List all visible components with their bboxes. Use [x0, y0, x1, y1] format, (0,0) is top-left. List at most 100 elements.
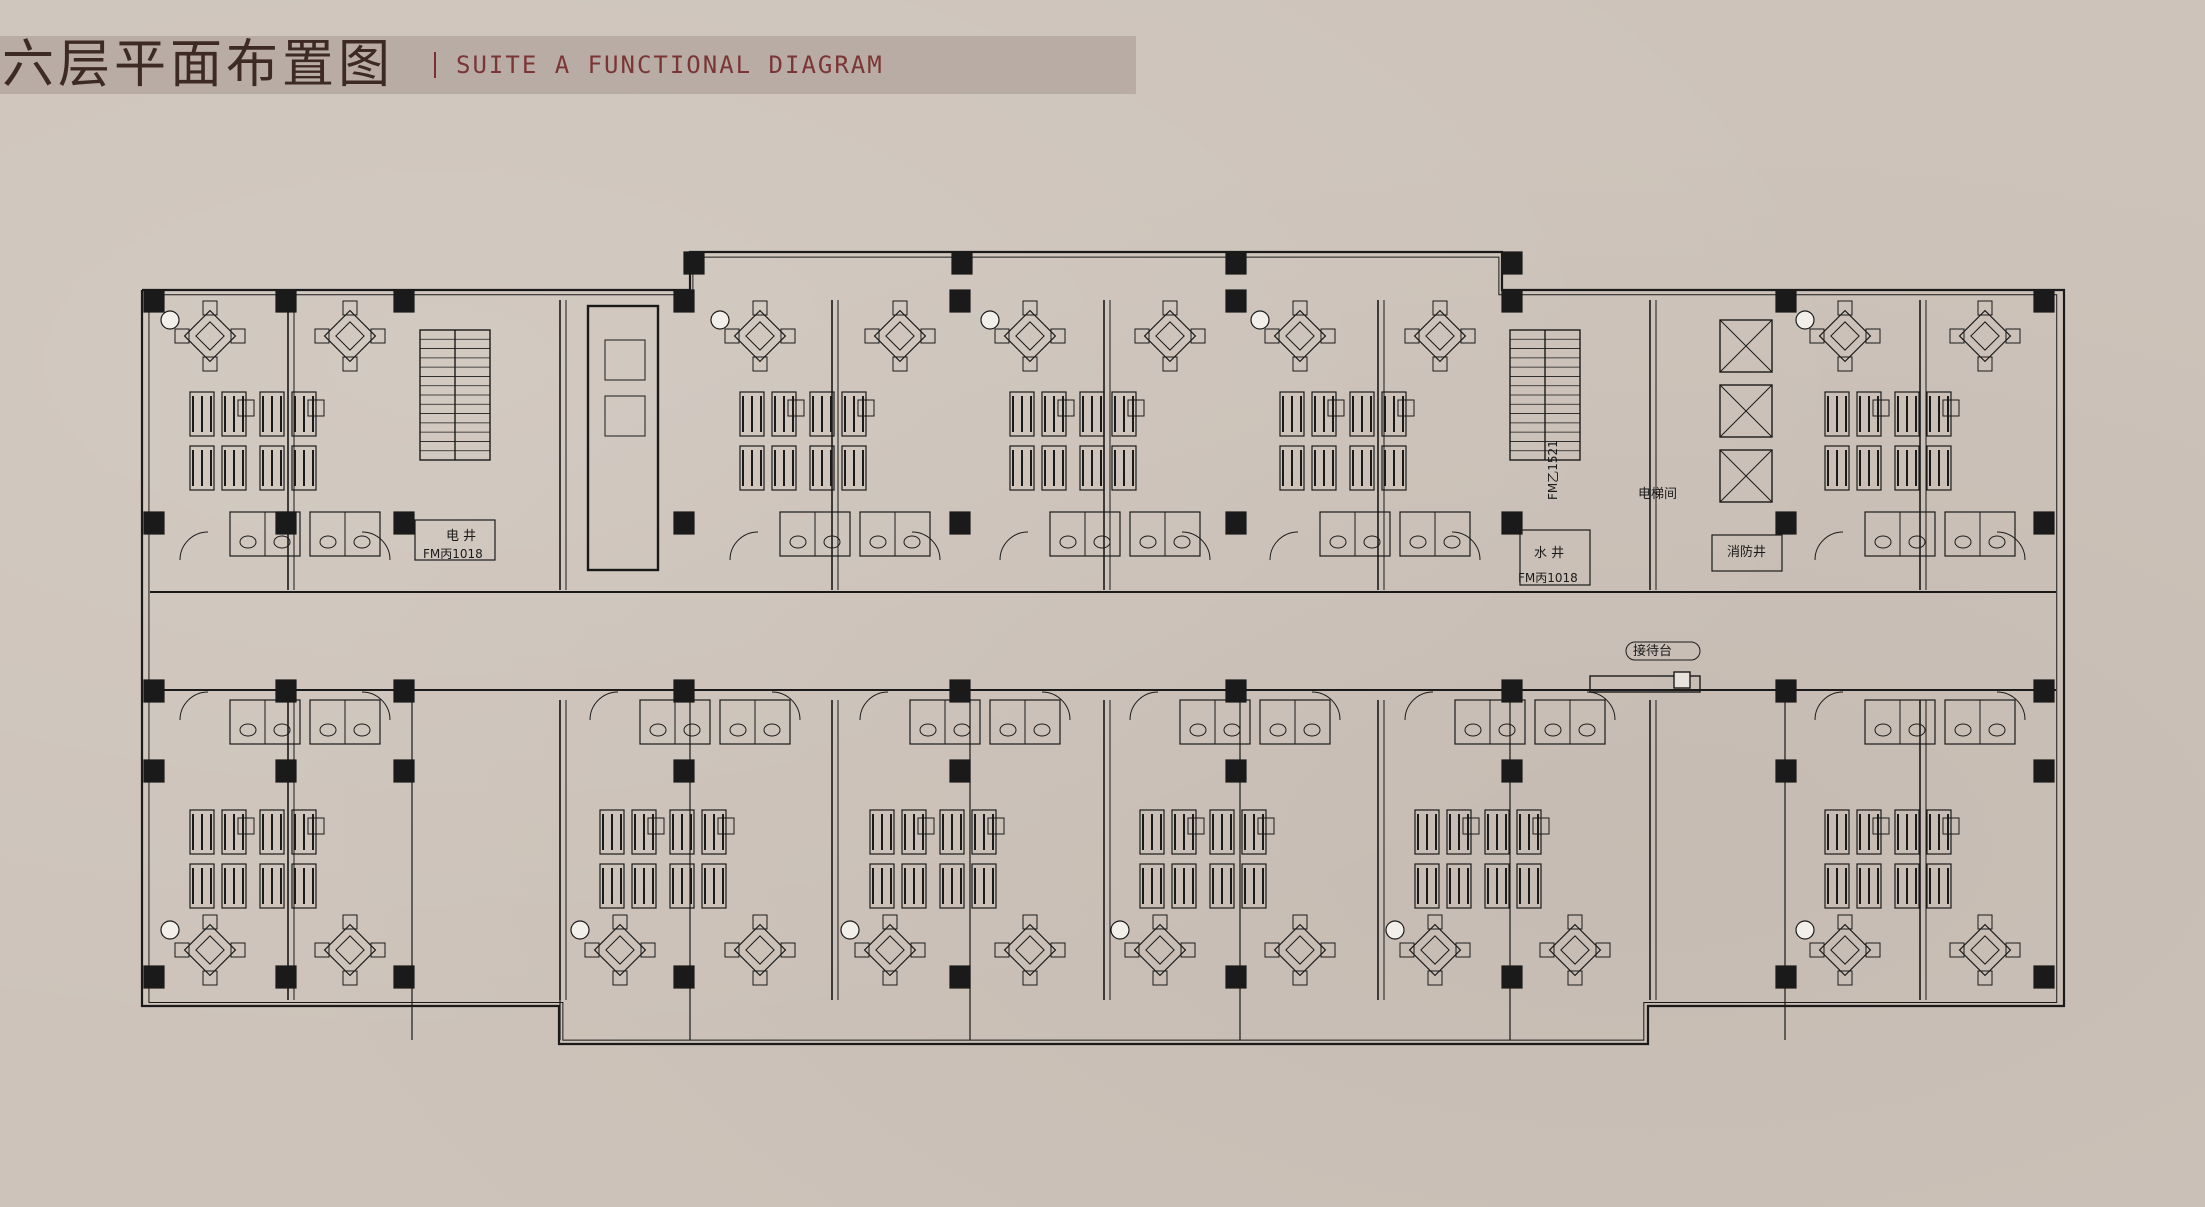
chair: [717, 817, 735, 835]
dining-chair: [910, 942, 926, 958]
dining-chair: [1050, 328, 1066, 344]
chair: [237, 399, 255, 417]
bed-single: [1009, 391, 1035, 437]
door-swing: [361, 531, 391, 561]
dining-table-inner: [875, 935, 905, 965]
dining-table: [1408, 923, 1462, 977]
toilet-stall: [604, 339, 646, 381]
bed-single: [1241, 809, 1267, 855]
bed-single: [189, 445, 215, 491]
door-swing: [1041, 691, 1071, 721]
dining-chair: [1837, 970, 1853, 986]
chair: [1257, 817, 1275, 835]
armchair: [1795, 310, 1815, 330]
washbasin: [1874, 535, 1892, 549]
dining-table: [183, 923, 237, 977]
structural-column: [949, 679, 971, 703]
washbasin: [239, 535, 257, 549]
structural-column: [393, 679, 415, 703]
chair: [1942, 817, 1960, 835]
hotel-suite-north: [1795, 300, 2026, 561]
hotel-suite-north: [980, 300, 1211, 561]
bed-single: [701, 809, 727, 855]
dining-table: [183, 309, 237, 363]
dining-table-inner: [745, 321, 775, 351]
washbasin: [1139, 535, 1157, 549]
dining-table: [1273, 923, 1327, 977]
structural-column: [275, 289, 297, 313]
dining-chair: [342, 914, 358, 930]
hotel-suite-south: [570, 691, 801, 986]
bed-single: [841, 391, 867, 437]
structural-column: [949, 511, 971, 535]
hotel-suite-south: [1795, 691, 2026, 986]
armchair: [1385, 920, 1405, 940]
dining-table-inner: [1015, 935, 1045, 965]
structural-column: [949, 759, 971, 783]
chair: [1397, 399, 1415, 417]
dining-table-inner: [1155, 321, 1185, 351]
door-swing: [361, 691, 391, 721]
door-swing: [1586, 691, 1616, 721]
bed-single: [1894, 445, 1920, 491]
chair: [1942, 399, 1960, 417]
dining-chair: [1264, 942, 1280, 958]
washbasin: [823, 535, 841, 549]
dining-table-inner: [885, 321, 915, 351]
structural-column: [673, 965, 695, 989]
dining-chair: [864, 328, 880, 344]
washbasin: [1578, 723, 1596, 737]
chair: [1057, 399, 1075, 417]
chair: [307, 817, 325, 835]
elevator-hall-label: 电梯间: [1638, 487, 1677, 502]
dining-chair: [342, 356, 358, 372]
water-shaft-label: 水 井: [1534, 546, 1564, 561]
door-swing: [1404, 691, 1434, 721]
dining-chair: [1162, 300, 1178, 316]
dining-chair: [892, 356, 908, 372]
reception-label-frame: [1625, 641, 1701, 661]
bed-single: [631, 863, 657, 909]
armchair: [840, 920, 860, 940]
bed-single: [1856, 445, 1882, 491]
door-swing: [1311, 691, 1341, 721]
dining-chair: [1432, 356, 1448, 372]
elevator-cross: [1719, 449, 1773, 503]
bed-single: [1171, 863, 1197, 909]
dining-chair: [1162, 356, 1178, 372]
chair: [1462, 817, 1480, 835]
dining-chair: [1050, 942, 1066, 958]
structural-column: [2033, 965, 2055, 989]
building-outline: [140, 250, 2066, 1046]
chair: [787, 399, 805, 417]
bed-single: [259, 809, 285, 855]
reception-terminal: [1673, 671, 1691, 689]
armchair: [980, 310, 1000, 330]
dining-chair: [1022, 300, 1038, 316]
bed-single: [291, 391, 317, 437]
chair: [647, 817, 665, 835]
dining-table-inner: [195, 935, 225, 965]
dining-table-inner: [1285, 321, 1315, 351]
bed-single: [1041, 391, 1067, 437]
bed-single: [939, 863, 965, 909]
bed-single: [1926, 809, 1952, 855]
dining-chair: [1427, 914, 1443, 930]
bed-single: [1446, 863, 1472, 909]
dining-table-inner: [745, 935, 775, 965]
structural-column: [673, 679, 695, 703]
dining-chair: [994, 942, 1010, 958]
washbasin: [869, 535, 887, 549]
structural-column: [683, 251, 705, 275]
service-core-left: [586, 304, 660, 572]
structural-column: [143, 511, 165, 535]
bed-single: [1209, 863, 1235, 909]
dining-chair: [612, 914, 628, 930]
dining-chair: [892, 300, 908, 316]
armchair: [160, 310, 180, 330]
structural-column: [143, 965, 165, 989]
bed-single: [1926, 391, 1952, 437]
dining-table: [1003, 309, 1057, 363]
bed-single: [291, 809, 317, 855]
title-divider: [434, 52, 437, 78]
